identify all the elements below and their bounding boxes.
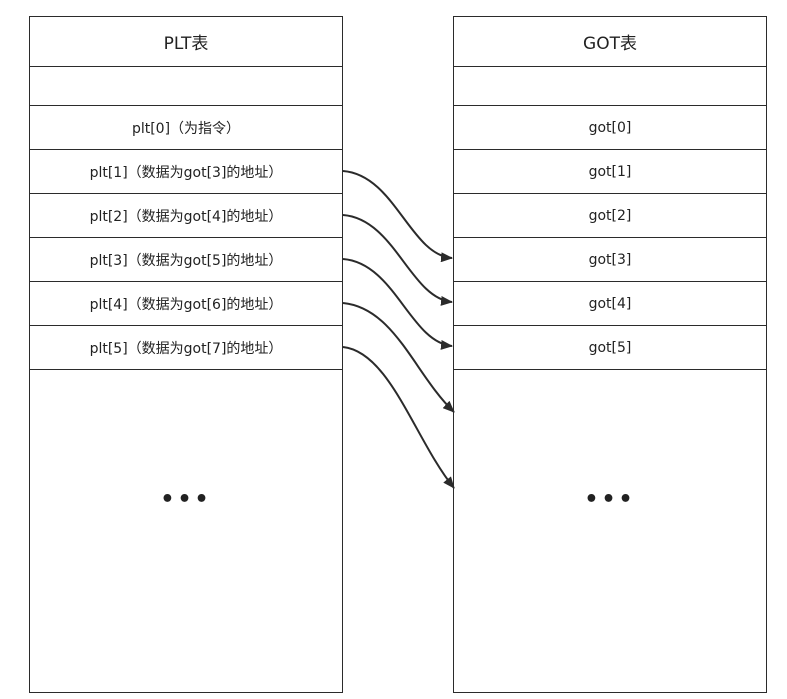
plt-ellipsis: •••	[160, 487, 212, 512]
got-table-blank-row	[454, 67, 766, 106]
arrow-plt5-to-got7	[342, 346, 455, 489]
arrow-plt2-to-got4	[342, 214, 453, 306]
arrow-plt3-to-got5	[342, 258, 453, 350]
got-row-5: got[5]	[454, 326, 766, 370]
plt-row-2: plt[2]（数据为got[4]的地址）	[30, 194, 342, 238]
got-row-3: got[3]	[454, 238, 766, 282]
got-table-title: GOT表	[454, 17, 766, 67]
plt-row-1: plt[1]（数据为got[3]的地址）	[30, 150, 342, 194]
got-table: GOT表 got[0] got[1] got[2] got[3] got[4] …	[453, 16, 767, 693]
plt-table: PLT表 plt[0]（为指令） plt[1]（数据为got[3]的地址） pl…	[29, 16, 343, 693]
arrow-plt1-to-got3	[342, 170, 453, 263]
got-row-2: got[2]	[454, 194, 766, 238]
got-row-4: got[4]	[454, 282, 766, 326]
plt-table-title: PLT表	[30, 17, 342, 67]
got-row-1: got[1]	[454, 150, 766, 194]
plt-row-4: plt[4]（数据为got[6]的地址）	[30, 282, 342, 326]
arrow-plt4-to-got6	[342, 302, 455, 413]
plt-row-0: plt[0]（为指令）	[30, 106, 342, 150]
plt-row-5: plt[5]（数据为got[7]的地址）	[30, 326, 342, 370]
plt-row-3: plt[3]（数据为got[5]的地址）	[30, 238, 342, 282]
got-row-0: got[0]	[454, 106, 766, 150]
plt-table-blank-row	[30, 67, 342, 106]
got-ellipsis: •••	[584, 487, 636, 512]
